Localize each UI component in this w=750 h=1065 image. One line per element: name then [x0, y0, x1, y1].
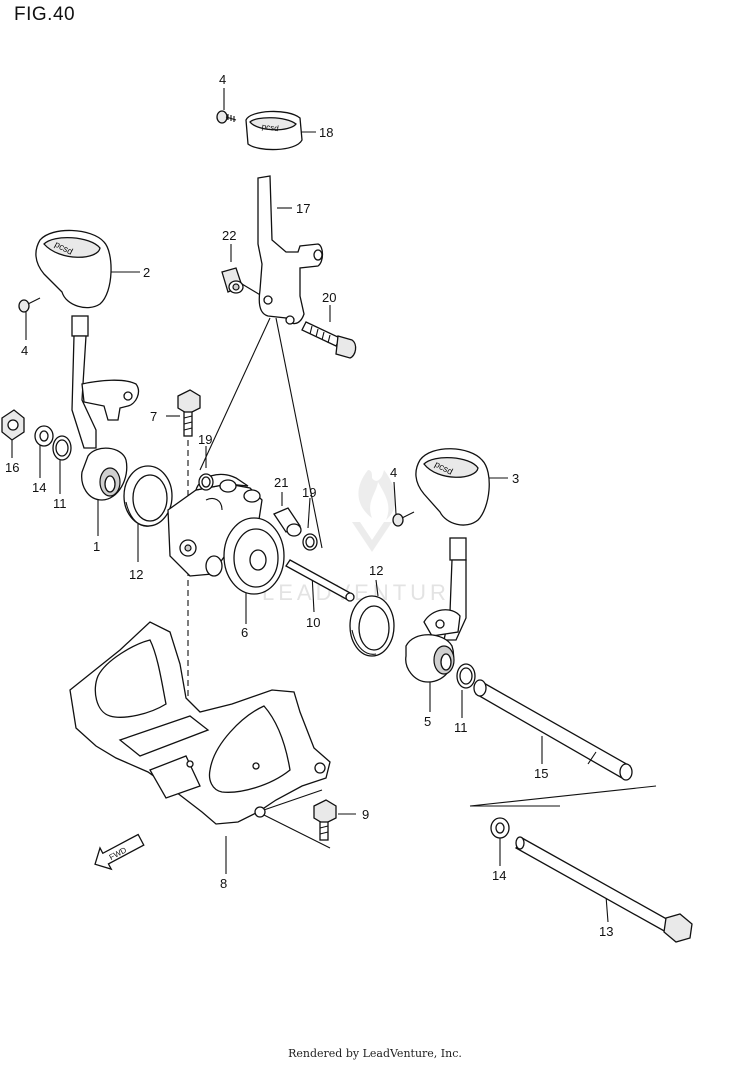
callout-4: 4 — [21, 343, 28, 358]
callout-4: 4 — [219, 72, 226, 87]
callout-4: 4 — [390, 465, 397, 480]
callout-19: 19 — [302, 485, 316, 500]
callout-17: 17 — [296, 201, 310, 216]
part-12-seal-right[interactable] — [349, 595, 395, 657]
callout-11: 11 — [53, 496, 67, 511]
callout-14: 14 — [32, 480, 46, 495]
part-21-bushing[interactable] — [273, 507, 302, 537]
callout-1: 1 — [93, 539, 100, 554]
part-14-washer-left[interactable] — [34, 425, 54, 447]
callout-20: 20 — [322, 290, 336, 305]
svg-text:pcsd: pcsd — [261, 122, 279, 133]
part-9-bolt[interactable] — [313, 799, 337, 841]
footer-credit: Rendered by LeadVenture, Inc. — [288, 1047, 462, 1060]
callout-11: 11 — [454, 720, 468, 735]
part-18-boot-cap[interactable]: pcsd — [245, 110, 303, 151]
callout-8: 8 — [220, 876, 227, 891]
callout-16: 16 — [5, 460, 19, 475]
callout-15: 15 — [534, 766, 548, 781]
part-20-bolt[interactable] — [301, 321, 357, 359]
forward-arrow-icon — [94, 833, 145, 871]
callout-5: 5 — [424, 714, 431, 729]
callout-6: 6 — [241, 625, 248, 640]
part-15-shaft[interactable] — [473, 679, 633, 781]
part-14-washer-right[interactable] — [490, 817, 510, 839]
callout-10: 10 — [306, 615, 320, 630]
part-4-screw-top[interactable] — [216, 110, 237, 124]
callout-18: 18 — [319, 125, 333, 140]
figure-title: FIG.40 — [14, 4, 76, 25]
part-1-shift-arm-left[interactable] — [71, 315, 140, 501]
callout-12: 12 — [369, 563, 383, 578]
callout-labels: 4 18 17 22 2 20 4 7 19 16 14 11 1 21 19 … — [5, 72, 613, 939]
part-11-o-ring-right[interactable] — [456, 663, 476, 689]
callout-9: 9 — [362, 807, 369, 822]
callout-21: 21 — [274, 475, 288, 490]
callout-14: 14 — [492, 868, 506, 883]
callout-22: 22 — [222, 228, 236, 243]
forward-direction-marker: FWD — [94, 833, 145, 871]
part-6-shift-housing[interactable] — [167, 473, 285, 595]
part-10-pin[interactable] — [285, 559, 355, 602]
part-4-screw-left[interactable] — [18, 297, 41, 313]
part-13-long-bolt[interactable] — [515, 836, 693, 943]
part-8-mounting-bracket[interactable] — [69, 621, 331, 825]
part-3-shift-knob-right[interactable]: pcsd — [415, 448, 490, 526]
leader-lines — [11, 88, 657, 923]
part-16-nut[interactable] — [1, 409, 25, 441]
part-2-shift-knob-left[interactable]: pcsd — [35, 229, 112, 309]
part-17-lever[interactable] — [257, 175, 324, 325]
callout-13: 13 — [599, 924, 613, 939]
callout-19: 19 — [198, 432, 212, 447]
part-12-seal-left[interactable] — [123, 465, 173, 527]
callout-12: 12 — [129, 567, 143, 582]
callout-3: 3 — [512, 471, 519, 486]
callout-7: 7 — [150, 409, 157, 424]
part-19-circlip-right[interactable] — [302, 533, 318, 551]
part-11-o-ring-left[interactable] — [52, 435, 72, 461]
part-19-circlip-upper[interactable] — [198, 473, 214, 491]
flame-logo-icon — [352, 470, 396, 552]
part-4-screw-right[interactable] — [392, 511, 415, 527]
callout-2: 2 — [143, 265, 150, 280]
part-22-collar[interactable] — [221, 267, 244, 294]
part-5-shift-arm-right[interactable] — [405, 537, 467, 683]
part-7-bolt[interactable] — [177, 389, 201, 437]
